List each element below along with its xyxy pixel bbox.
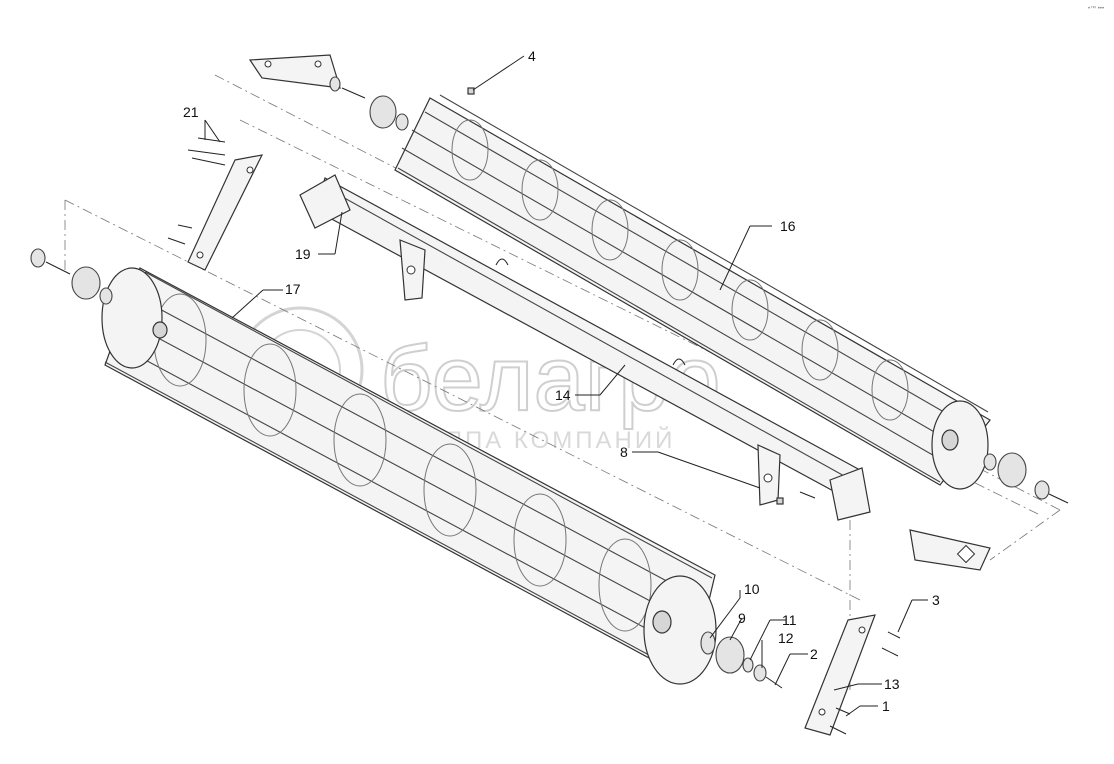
frame-beam: [299, 174, 871, 521]
callout-labels: 1 2 3 4 8 9 10 11 12 13 14 16 17 19 21: [183, 48, 940, 714]
cap-12: [753, 664, 767, 682]
bolt-8-a: [799, 491, 816, 499]
support-arm-left-body: [187, 154, 264, 271]
hardware-upper: [167, 76, 475, 245]
bearing-upper: [369, 95, 397, 129]
corner-mark: •™ •••: [1088, 5, 1104, 12]
callout-21: 21: [183, 104, 199, 120]
callout-9: 9: [738, 610, 746, 626]
hardware-lower-left: [30, 248, 113, 305]
callout-10: 10: [744, 581, 760, 597]
nut-8: [776, 497, 784, 505]
callout-8: 8: [620, 444, 628, 460]
frame-beam-end-right: [829, 467, 871, 521]
cap-upper: [329, 76, 341, 92]
bracket-plate-upper-left: [248, 54, 341, 89]
bracket-plate-lower-right: [909, 529, 991, 571]
callout-4: 4: [528, 48, 536, 64]
bolt-1-a: [835, 707, 851, 715]
roller-upper: [394, 94, 991, 490]
bolt-21-b: [187, 149, 226, 156]
beam-hook-1: [495, 258, 509, 266]
support-arm-right-body: [804, 614, 876, 736]
roller-lower-hub: [652, 610, 672, 634]
bolt-left-b: [167, 237, 186, 245]
washer-left: [99, 287, 113, 305]
bearing-9: [715, 636, 745, 674]
callout-2: 2: [810, 646, 818, 662]
callout-13: 13: [884, 676, 900, 692]
roller-upper-end-disc: [931, 400, 989, 490]
beam-hook-2: [672, 358, 686, 366]
washer-right: [983, 453, 997, 471]
bolt-21-c: [191, 157, 226, 166]
roller-lower-end-disc: [643, 575, 717, 685]
callout-1: 1: [882, 698, 890, 714]
hardware-right-upper: [776, 452, 1069, 505]
bolt-left-a: [177, 224, 193, 229]
roller-upper-hub: [941, 429, 959, 451]
roller-lower: [101, 267, 717, 685]
callout-16: 16: [780, 218, 796, 234]
bolt-left-axle: [45, 261, 71, 275]
bearing-right: [997, 452, 1027, 488]
cap-right: [1034, 480, 1050, 500]
axis-line-right-join: [989, 509, 1061, 561]
callout-14: 14: [555, 387, 571, 403]
bearing-left: [71, 266, 101, 300]
bolt-3-a: [887, 631, 901, 639]
roller-lower-front-disc: [101, 267, 163, 369]
bolt-1-b: [829, 725, 847, 735]
cap-left: [30, 248, 46, 268]
washer-upper: [395, 113, 409, 131]
callout-19: 19: [295, 246, 311, 262]
bolt-right: [1048, 493, 1069, 504]
washer-10: [700, 631, 716, 655]
nut-4: [467, 87, 475, 95]
hardware-lower-right: [700, 631, 901, 735]
callout-11: 11: [782, 612, 797, 628]
frame-beam-end-left: [299, 174, 351, 229]
washer-11: [742, 657, 754, 673]
bolt-3-b: [881, 647, 899, 657]
callout-12: 12: [778, 630, 794, 646]
support-arm-right: [804, 614, 876, 736]
bolt-21-a: [197, 137, 226, 143]
bolt-2: [765, 676, 783, 689]
bolt-upper: [341, 87, 366, 99]
leader-lines: [204, 55, 928, 717]
support-arm-left: [187, 154, 264, 271]
callout-3: 3: [932, 592, 940, 608]
callout-17: 17: [285, 281, 301, 297]
